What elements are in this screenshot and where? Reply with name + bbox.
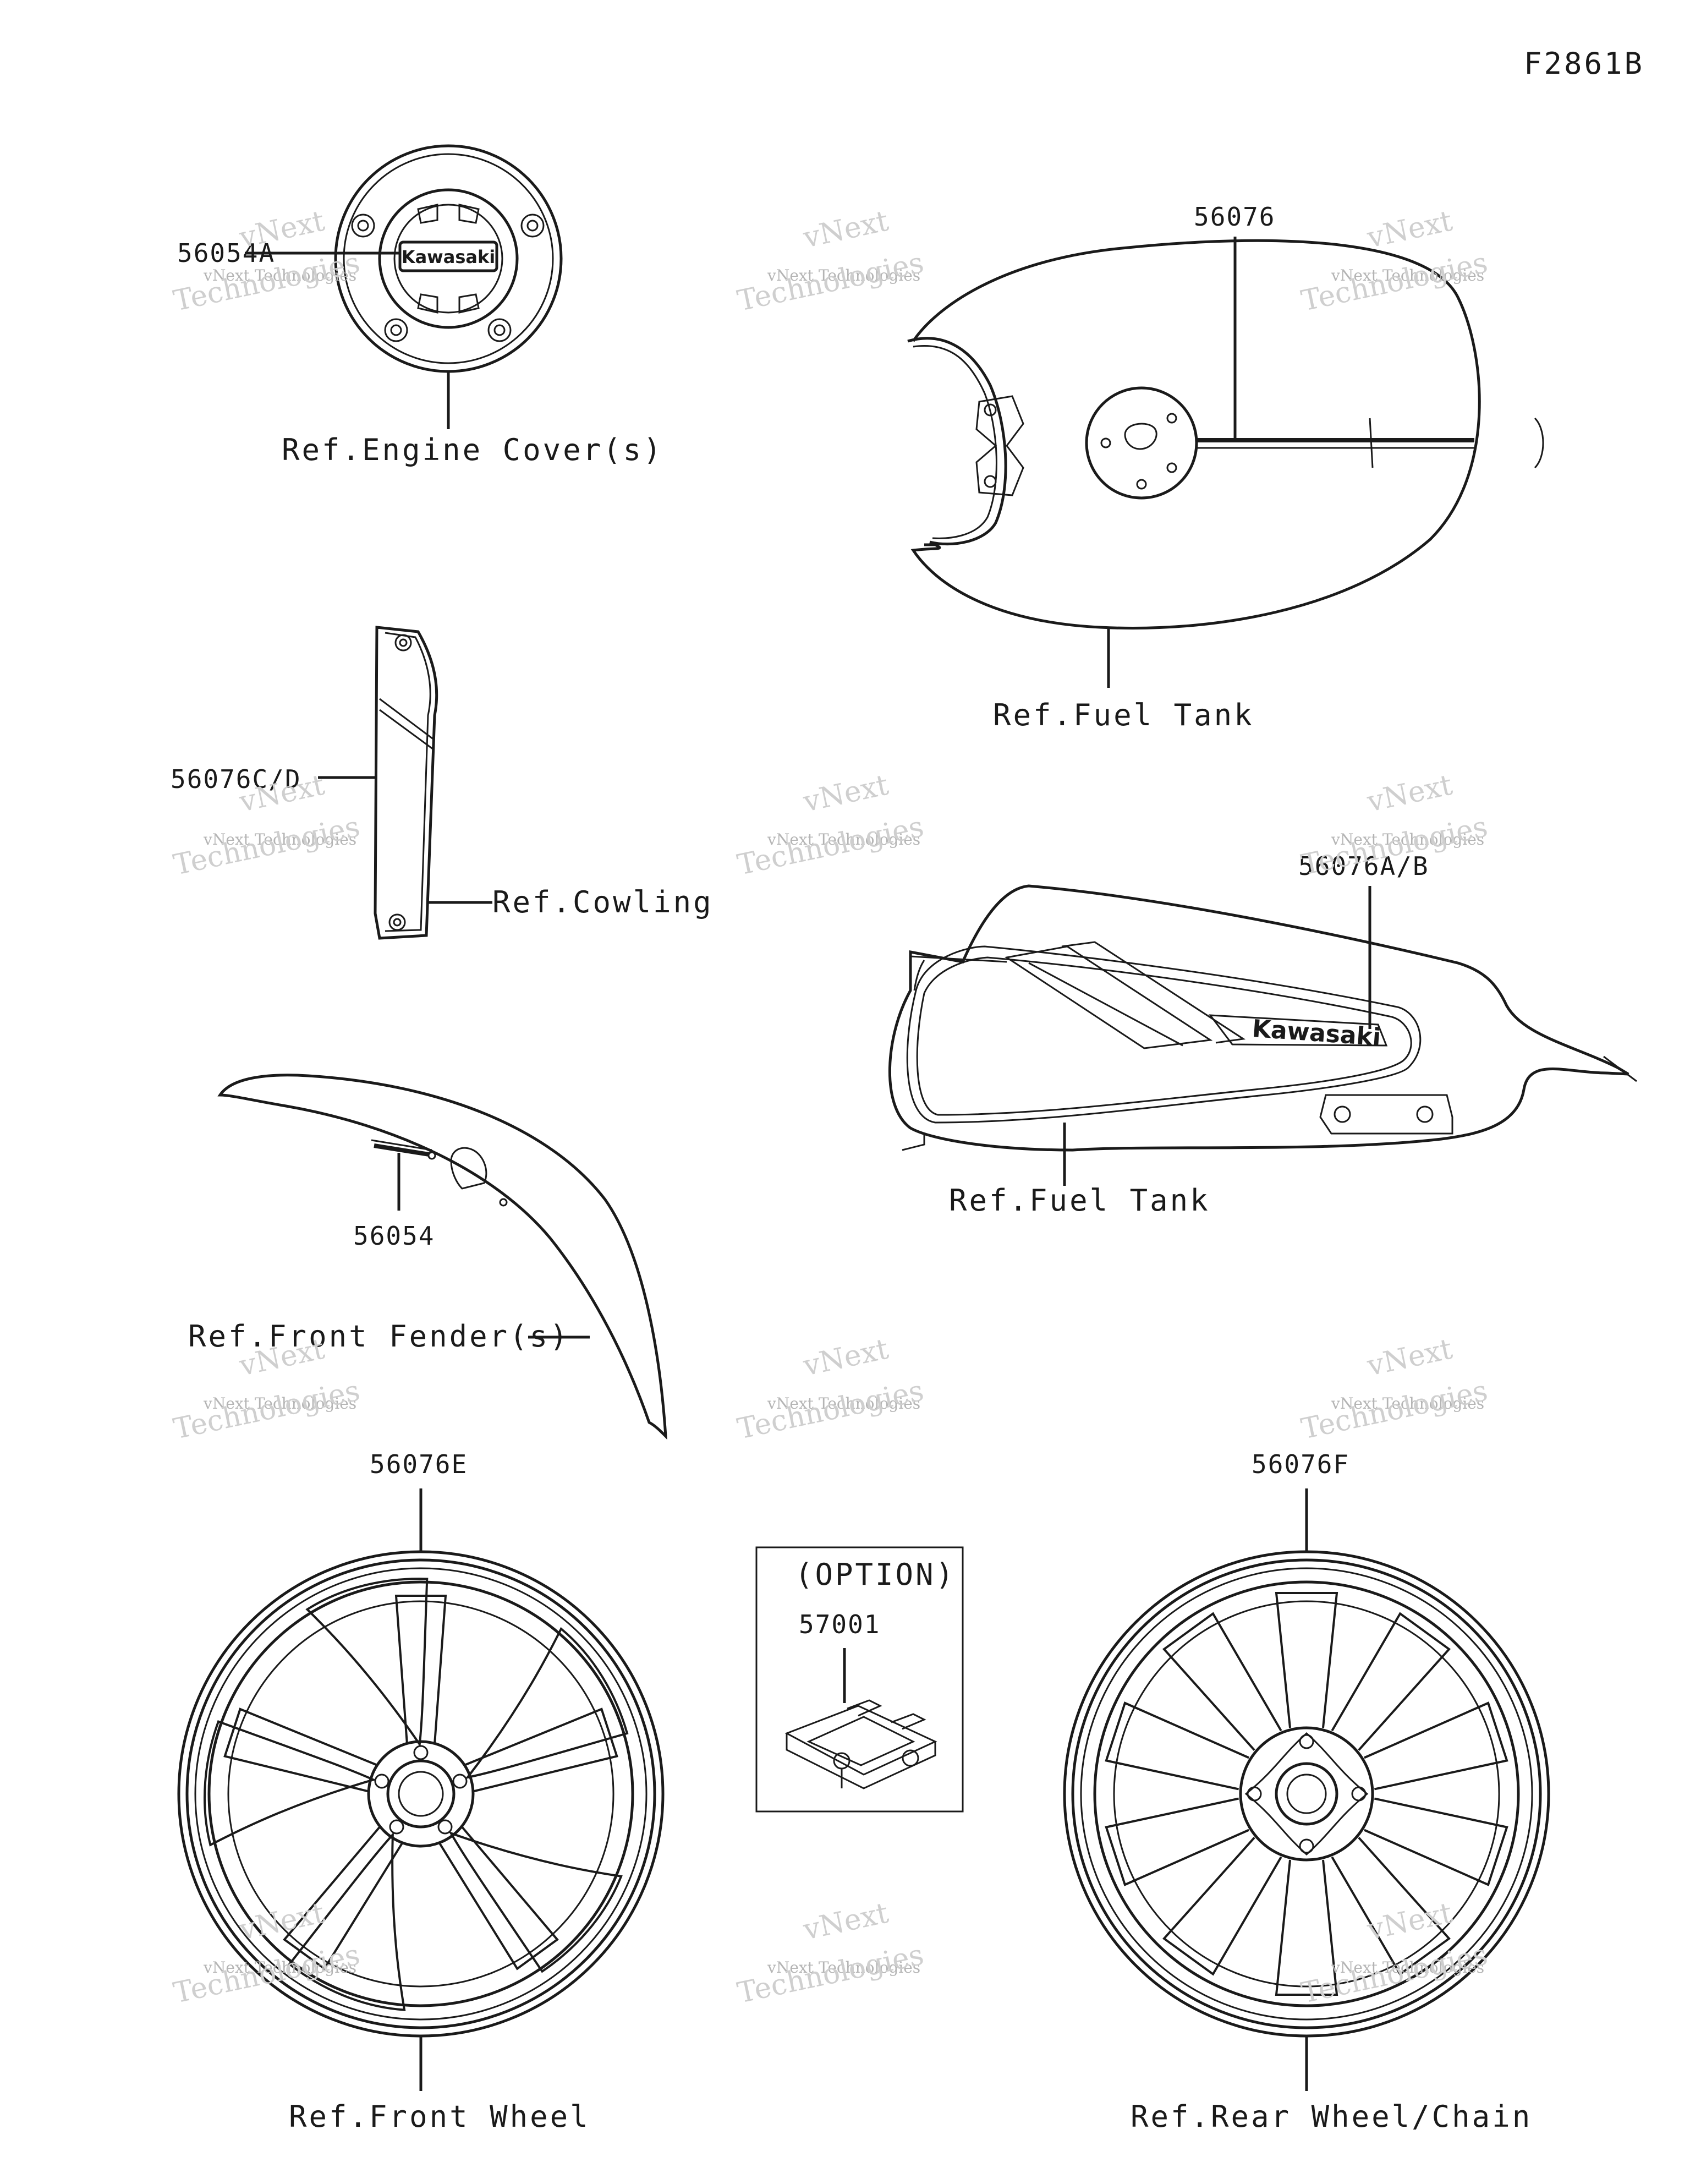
svg-text:vNext Technologies: vNext Technologies <box>767 266 920 284</box>
fuel-tank-side-part-number: 56076A/B <box>1298 851 1429 881</box>
svg-text:vNext: vNext <box>1364 205 1455 255</box>
fuel-tank-side-illustration: Kawasaki <box>888 884 1637 1186</box>
watermark: vNext vNext Technologies Technologies <box>734 769 926 882</box>
svg-text:vNext Technologies: vNext Technologies <box>1331 1394 1484 1413</box>
svg-text:Technologies: Technologies <box>734 1374 926 1446</box>
svg-text:vNext Technologies: vNext Technologies <box>1331 266 1484 284</box>
fuel-tank-side-logo: Kawasaki <box>1251 1015 1381 1052</box>
rear-wheel-ref-label: Ref.Rear Wheel/Chain <box>1131 2099 1532 2134</box>
front-fender-part-number: 56054 <box>353 1221 435 1251</box>
svg-text:vNext: vNext <box>1364 1897 1455 1947</box>
front-fender-ref-label: Ref.Front Fender(s) <box>188 1319 570 1354</box>
watermark: vNext vNext Technologies Technologies <box>1298 1333 1490 1446</box>
svg-text:vNext Technologies: vNext Technologies <box>203 1394 356 1413</box>
svg-text:vNext Technologies: vNext Technologies <box>767 830 920 849</box>
fuel-tank-top-part-number: 56076 <box>1194 202 1275 232</box>
front-wheel-illustration <box>177 1488 665 2091</box>
svg-text:Technologies: Technologies <box>734 246 926 318</box>
svg-text:vNext: vNext <box>800 1897 891 1947</box>
svg-text:Technologies: Technologies <box>171 1374 363 1446</box>
svg-text:vNext Technologies: vNext Technologies <box>1331 830 1484 849</box>
watermark: vNext vNext Technologies Technologies <box>734 1333 926 1446</box>
svg-text:Technologies: Technologies <box>171 1938 363 2010</box>
svg-text:vNext Technologies: vNext Technologies <box>203 830 356 849</box>
cowling-part-number: 56076C/D <box>171 764 301 794</box>
engine-cover-ref-label: Ref.Engine Cover(s) <box>282 433 663 467</box>
front-wheel-ref-label: Ref.Front Wheel <box>289 2099 590 2134</box>
rear-wheel-illustration <box>1063 1488 1550 2091</box>
svg-text:Technologies: Technologies <box>171 810 363 882</box>
cowling-ref-label: Ref.Cowling <box>492 885 714 919</box>
svg-text:Technologies: Technologies <box>1298 1938 1490 2010</box>
watermark: vNext vNext Technologies Technologies <box>1298 1897 1490 2010</box>
engine-cover-part-number: 56054A <box>177 238 275 268</box>
svg-text:vNext: vNext <box>1364 1333 1455 1383</box>
rear-wheel-part-number: 56076F <box>1252 1449 1349 1479</box>
cowling-illustration <box>318 626 492 940</box>
watermark: vNext vNext Technologies Technologies <box>734 1897 926 2010</box>
svg-text:vNext Technologies: vNext Technologies <box>767 1394 920 1413</box>
engine-cover-illustration: Kawasaki <box>245 144 563 429</box>
option-box <box>755 1546 964 1813</box>
svg-text:vNext Technologies: vNext Technologies <box>1331 1958 1484 1977</box>
svg-text:Technologies: Technologies <box>734 810 926 882</box>
svg-text:vNext: vNext <box>800 1333 891 1383</box>
svg-text:vNext: vNext <box>236 205 327 255</box>
watermark: vNext vNext Technologies Technologies <box>171 1897 363 2010</box>
svg-text:vNext: vNext <box>236 1897 327 1947</box>
watermarks: vNext vNext Technologies Technologies vN… <box>171 205 1490 2010</box>
front-wheel-part-number: 56076E <box>370 1449 468 1479</box>
svg-text:vNext: vNext <box>1364 769 1455 819</box>
option-label: (OPTION) <box>795 1557 956 1592</box>
svg-text:vNext: vNext <box>800 205 891 255</box>
figure-code: F2861B <box>1524 46 1644 81</box>
svg-text:vNext Technologies: vNext Technologies <box>767 1958 920 1977</box>
svg-text:vNext: vNext <box>800 769 891 819</box>
front-fender-illustration <box>217 1074 667 1440</box>
fuel-tank-top-illustration <box>907 237 1544 688</box>
svg-text:vNext Technologies: vNext Technologies <box>203 266 356 284</box>
svg-text:vNext Technologies: vNext Technologies <box>203 1958 356 1977</box>
fuel-tank-top-ref-label: Ref.Fuel Tank <box>993 698 1254 732</box>
engine-cover-logo: Kawasaki <box>402 247 495 267</box>
svg-text:Technologies: Technologies <box>1298 1374 1490 1446</box>
watermark: vNext vNext Technologies Technologies <box>734 205 926 318</box>
svg-text:Technologies: Technologies <box>734 1938 926 2010</box>
fuel-tank-side-ref-label: Ref.Fuel Tank <box>949 1183 1210 1218</box>
option-part-number: 57001 <box>799 1610 880 1639</box>
watermark: vNext vNext Technologies Technologies <box>1298 205 1490 318</box>
